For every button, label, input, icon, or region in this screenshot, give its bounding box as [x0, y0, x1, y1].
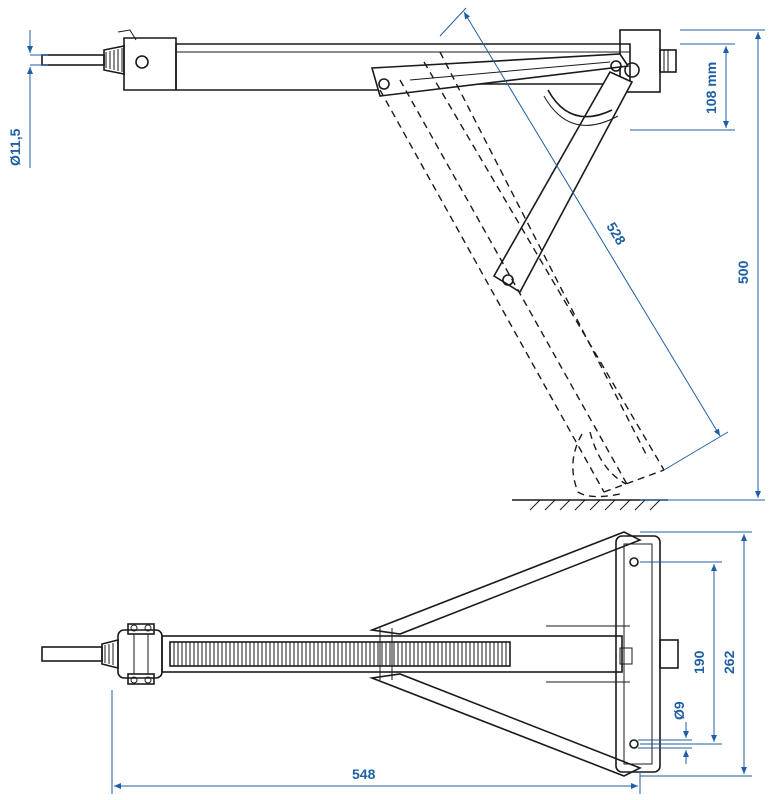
support-strut: [492, 70, 634, 294]
top-view: [41, 531, 679, 777]
side-view: [41, 29, 677, 511]
side-dimensions: Ø11,5 108 mm 500 528: [7, 7, 765, 501]
end-plate-top: [615, 535, 679, 773]
housing-bracket: [123, 37, 177, 91]
dim-pivot-offset: 108 mm: [703, 62, 719, 114]
dim-hole-diameter: Ø9: [671, 701, 687, 720]
ground: [512, 499, 668, 511]
dim-height: 500: [735, 260, 751, 284]
dim-total-length: 548: [352, 766, 376, 782]
crank-rod-top: [41, 638, 119, 670]
dim-plate-width: 262: [721, 650, 737, 674]
crank-rod: [41, 45, 125, 75]
housing-bolt: [135, 55, 149, 69]
top-dimensions: 548 190 262 Ø9: [111, 531, 752, 794]
dim-rod-diameter: Ø11,5: [7, 128, 23, 166]
dim-hole-spacing: 190: [691, 650, 707, 674]
leg-folded: [370, 53, 630, 97]
crank-housing-top: [117, 623, 163, 685]
dim-diagonal-length: 528: [603, 219, 629, 247]
spindle-thread: [161, 628, 623, 680]
